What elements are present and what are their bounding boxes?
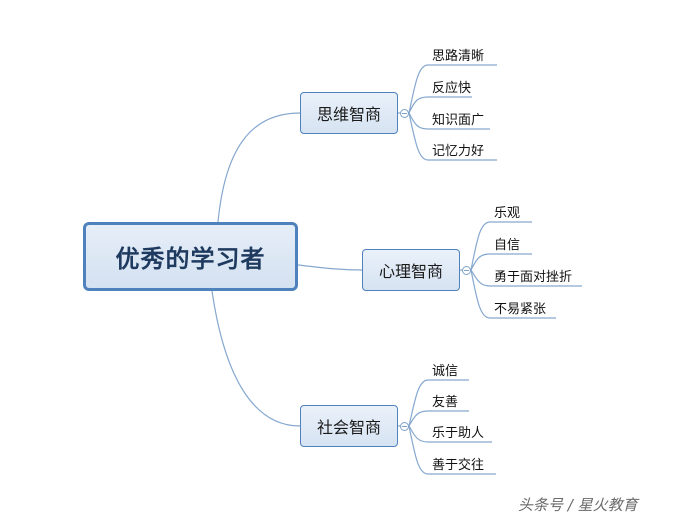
- leaf-node[interactable]: 乐观: [494, 206, 521, 221]
- leaf-node[interactable]: 乐于助人: [432, 426, 485, 441]
- connector-b1-l3: [408, 112, 490, 130]
- connector-b2-l2: [470, 253, 532, 271]
- collapse-toggle-branch-3[interactable]: [400, 422, 409, 431]
- branch-node-psychological-iq[interactable]: 心理智商: [362, 249, 460, 291]
- leaf-node[interactable]: 善于交往: [432, 458, 485, 473]
- leaf-node[interactable]: 知识面广: [432, 113, 485, 128]
- leaf-node[interactable]: 自信: [494, 238, 521, 253]
- leaf-node[interactable]: 诚信: [432, 364, 459, 379]
- leaf-node[interactable]: 友善: [432, 395, 459, 410]
- connector-root-branch-3: [211, 290, 301, 427]
- collapse-toggle-branch-1[interactable]: [400, 109, 409, 118]
- connector-b3-l2: [408, 410, 469, 427]
- branch-node-social-iq[interactable]: 社会智商: [300, 405, 398, 447]
- collapse-toggle-branch-2[interactable]: [462, 266, 471, 275]
- connector-b3-l1: [408, 379, 469, 427]
- connector-b1-l1: [408, 64, 497, 114]
- connector-b1-l4: [408, 112, 497, 161]
- leaf-node[interactable]: 反应快: [432, 81, 472, 96]
- connector-b3-l4: [408, 425, 496, 475]
- watermark-text: 头条号 / 星火教育: [518, 496, 638, 514]
- connector-b3-l3: [408, 425, 492, 443]
- connector-b1-l2: [408, 96, 472, 114]
- leaf-node[interactable]: 思路清晰: [432, 49, 485, 64]
- connector-b2-l3: [470, 269, 582, 287]
- leaf-node[interactable]: 不易紧张: [494, 302, 547, 317]
- connector-root-branch-1: [217, 112, 301, 223]
- connector-root-branch-2: [297, 264, 363, 271]
- connector-b2-l1: [470, 221, 532, 271]
- leaf-node[interactable]: 记忆力好: [432, 144, 485, 159]
- connector-b2-l4: [470, 269, 556, 319]
- leaf-node[interactable]: 勇于面对挫折: [494, 270, 573, 285]
- branch-node-thinking-iq[interactable]: 思维智商: [300, 92, 398, 134]
- root-node[interactable]: 优秀的学习者: [83, 222, 298, 291]
